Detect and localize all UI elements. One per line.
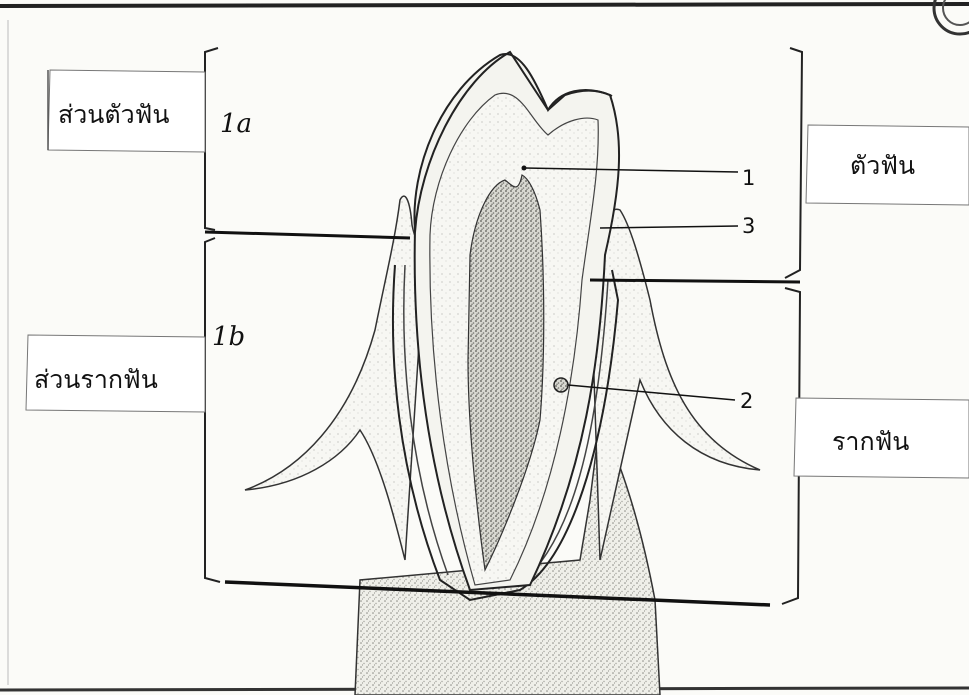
apical-marker bbox=[554, 378, 568, 392]
root-portion-label: ส่วนรากฟัน bbox=[34, 365, 158, 394]
bracket-crown-portion bbox=[205, 48, 218, 230]
crown-portion-label: ส่วนตัวฟัน bbox=[58, 100, 169, 129]
leader-dot-1 bbox=[522, 166, 527, 171]
marker-1a: 1a bbox=[220, 109, 252, 139]
bracket-crown bbox=[785, 48, 802, 278]
top-border bbox=[0, 4, 969, 6]
callout-1: 1 bbox=[742, 166, 755, 190]
cej-line-right bbox=[590, 280, 800, 282]
callout-3: 3 bbox=[742, 214, 755, 238]
callout-2: 2 bbox=[740, 389, 753, 413]
root-label: รากฟัน bbox=[832, 427, 909, 456]
cej-line-left bbox=[205, 232, 410, 238]
bracket-root-portion bbox=[205, 238, 220, 582]
marker-1b: 1b bbox=[212, 322, 245, 352]
crown-label: ตัวฟัน bbox=[850, 151, 915, 180]
gingiva-left bbox=[245, 196, 425, 560]
